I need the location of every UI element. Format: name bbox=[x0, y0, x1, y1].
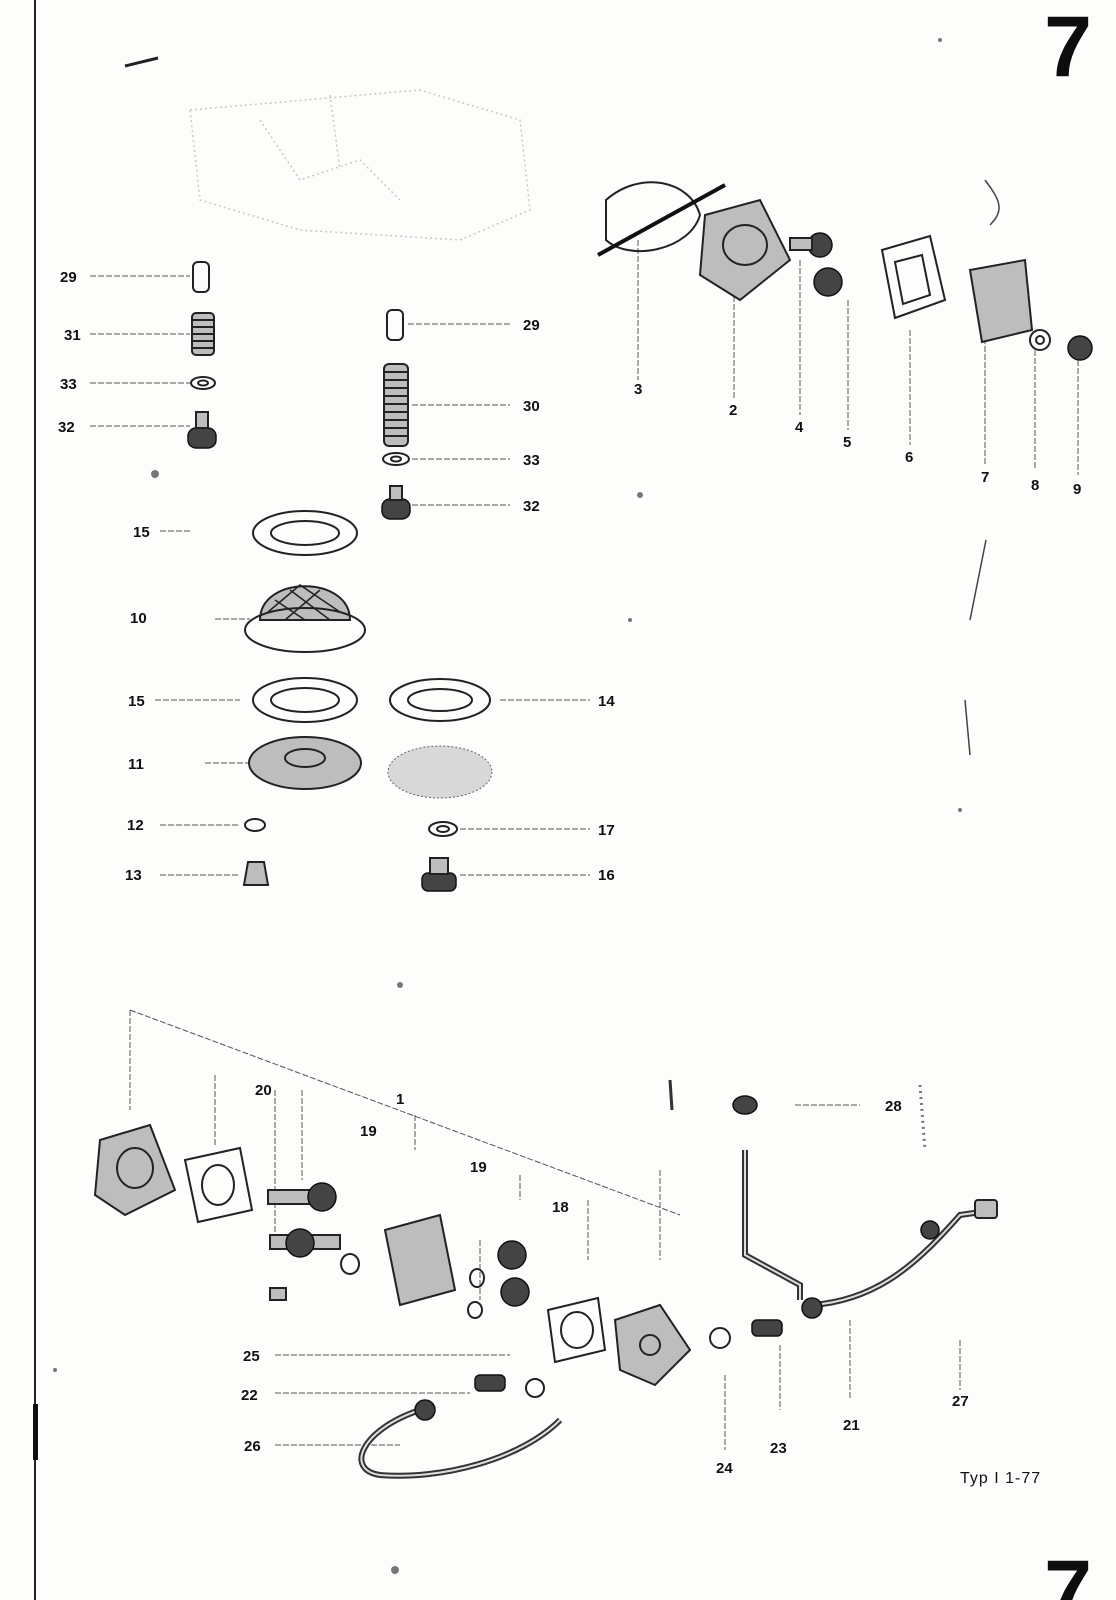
part-24-washer bbox=[709, 1327, 731, 1349]
callout-14: 14 bbox=[598, 693, 615, 710]
callout-27: 27 bbox=[952, 1393, 969, 1410]
callout-5: 5 bbox=[843, 434, 852, 451]
gasket-bottom bbox=[183, 1146, 254, 1224]
callout-30: 30 bbox=[523, 398, 540, 415]
callout-16: 16 bbox=[598, 867, 615, 884]
page-number-bottom: 7 bbox=[1044, 1548, 1092, 1600]
part-21-part-27-pipe bbox=[801, 1199, 998, 1319]
pump-housing-bottom bbox=[93, 1123, 177, 1217]
part-2-pump-housing bbox=[698, 198, 792, 302]
part-6-gasket bbox=[880, 234, 947, 320]
callout-9: 9 bbox=[1073, 481, 1082, 498]
part-31-spring-left bbox=[191, 312, 215, 356]
part-9-nut bbox=[1067, 335, 1093, 361]
part-1-pump-cover bbox=[383, 1213, 457, 1307]
callout-21: 21 bbox=[843, 1417, 860, 1434]
callout-3: 3 bbox=[634, 381, 643, 398]
callout-17: 17 bbox=[598, 822, 615, 839]
callout-31: 31 bbox=[64, 327, 81, 344]
callout-6: 6 bbox=[905, 449, 914, 466]
left-margin-mark bbox=[33, 1404, 38, 1460]
part-11-cover-plate bbox=[248, 736, 362, 790]
part-5-driven-gear bbox=[813, 267, 843, 297]
callout-29: 29 bbox=[60, 269, 77, 286]
callout-19: 19 bbox=[360, 1123, 377, 1140]
callout-29: 29 bbox=[523, 317, 540, 334]
callout-28: 28 bbox=[885, 1098, 902, 1115]
print-noise bbox=[53, 38, 1000, 1574]
part-15-gasket-lower bbox=[252, 677, 358, 723]
left-margin-rule bbox=[34, 0, 36, 1600]
callout-32: 32 bbox=[58, 419, 75, 436]
part-25-washer bbox=[525, 1378, 545, 1398]
part-33-washer-left bbox=[190, 376, 216, 390]
callout-20: 20 bbox=[255, 1082, 272, 1099]
callout-12: 12 bbox=[127, 817, 144, 834]
callout-18: 18 bbox=[552, 1199, 569, 1216]
strainer-mesh bbox=[387, 745, 493, 799]
part-29-pin-right bbox=[386, 309, 404, 341]
callout-15: 15 bbox=[133, 524, 150, 541]
part-13-cap-nut bbox=[242, 861, 270, 886]
leader-lines bbox=[90, 240, 1079, 1450]
pump-body-bottom bbox=[613, 1303, 692, 1387]
callout-15: 15 bbox=[128, 693, 145, 710]
callout-4: 4 bbox=[795, 419, 804, 436]
part-10-strainer bbox=[244, 584, 366, 653]
callout-25: 25 bbox=[243, 1348, 260, 1365]
part-20-gear-shafts bbox=[267, 1182, 360, 1301]
part-14-gasket bbox=[389, 678, 491, 722]
callout-11: 11 bbox=[128, 756, 144, 773]
part-29-pin-left bbox=[192, 261, 210, 293]
part-28-nut bbox=[732, 1095, 758, 1115]
part-17-washer bbox=[428, 821, 458, 837]
part-23-union bbox=[751, 1319, 783, 1337]
callout-7: 7 bbox=[981, 469, 990, 486]
callout-13: 13 bbox=[125, 867, 142, 884]
engine-background-sketch bbox=[189, 89, 531, 241]
callout-1: 1 bbox=[396, 1091, 405, 1108]
part-32-plug-right bbox=[381, 485, 411, 520]
part-18-gasket bbox=[546, 1296, 607, 1364]
part-7-cover bbox=[968, 258, 1034, 344]
part-30-spring-right bbox=[383, 363, 409, 447]
callout-19: 19 bbox=[470, 1159, 487, 1176]
part-15-gasket-upper bbox=[252, 510, 358, 556]
part-22-union bbox=[474, 1374, 506, 1392]
callout-8: 8 bbox=[1031, 477, 1040, 494]
part-4-drive-gear bbox=[789, 232, 833, 258]
callout-22: 22 bbox=[241, 1387, 258, 1404]
pipe-vertical bbox=[742, 1150, 803, 1300]
callout-10: 10 bbox=[130, 610, 147, 627]
part-32-plug-left bbox=[187, 411, 217, 449]
callout-32: 32 bbox=[523, 498, 540, 515]
part-33-washer-right bbox=[382, 452, 410, 466]
page-number-top: 7 bbox=[1044, 0, 1092, 95]
callout-26: 26 bbox=[244, 1438, 261, 1455]
callout-23: 23 bbox=[770, 1440, 787, 1457]
part-16-drain-plug bbox=[421, 857, 457, 892]
part-19-gears bbox=[467, 1240, 530, 1319]
type-reference: Typ I 1-77 bbox=[960, 1470, 1042, 1487]
callout-24: 24 bbox=[716, 1460, 733, 1477]
part-8-washer bbox=[1029, 329, 1051, 351]
part-12-washer bbox=[244, 818, 266, 832]
callout-2: 2 bbox=[729, 402, 738, 419]
callout-33: 33 bbox=[523, 452, 540, 469]
callout-33: 33 bbox=[60, 376, 77, 393]
part-3-gasket bbox=[597, 181, 726, 257]
part-26-pipe bbox=[358, 1399, 563, 1479]
